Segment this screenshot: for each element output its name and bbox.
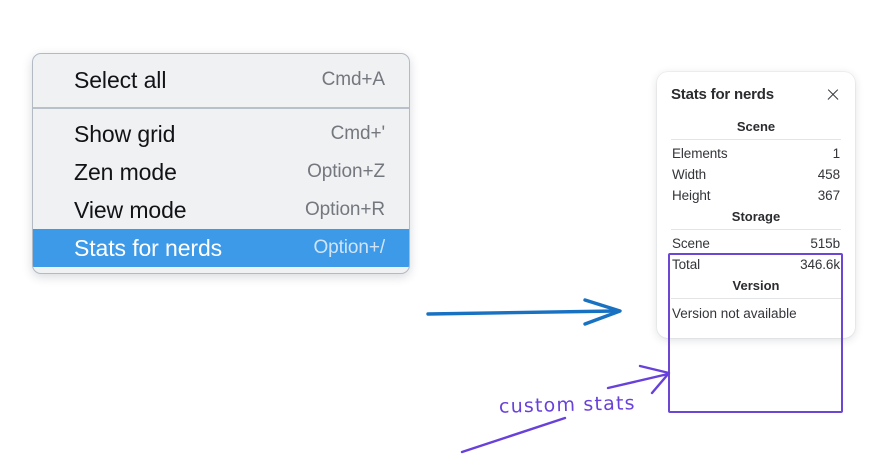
purple-underline-stroke <box>460 416 567 454</box>
stat-key: Scene <box>672 236 710 251</box>
menu-item-shortcut: Option+R <box>305 199 385 220</box>
stat-key: Height <box>672 188 711 203</box>
menu-item-select-all[interactable]: Select all Cmd+A <box>33 61 409 99</box>
stat-value: 346.6k <box>800 257 840 272</box>
stat-key: Elements <box>672 146 728 161</box>
menu-item-stats-for-nerds[interactable]: Stats for nerds Option+/ <box>33 229 409 267</box>
stat-value: 367 <box>817 188 840 203</box>
stat-key: Total <box>672 257 701 272</box>
version-value: Version not available <box>672 306 797 321</box>
menu-item-show-grid[interactable]: Show grid Cmd+' <box>33 115 409 153</box>
menu-item-view-mode[interactable]: View mode Option+R <box>33 191 409 229</box>
menu-item-label: Stats for nerds <box>74 234 223 261</box>
menu-item-label: View mode <box>74 196 187 223</box>
stat-value: 458 <box>817 167 840 182</box>
stats-section-version: Version Version not available <box>670 275 842 322</box>
table-row: Total 346.6k <box>670 254 842 275</box>
stat-key: Width <box>672 167 707 182</box>
menu-item-shortcut: Cmd+' <box>330 123 385 144</box>
annotation-note-custom-stats: custom stats <box>498 392 637 418</box>
stats-section-scene: Scene Elements 1 Width 458 Height 367 <box>670 116 842 206</box>
stats-for-nerds-panel: Stats for nerds Scene Elements 1 Width 4… <box>657 72 855 338</box>
table-row: Height 367 <box>670 185 842 206</box>
section-heading: Version <box>732 278 780 293</box>
section-heading: Storage <box>731 209 781 224</box>
stats-section-storage: Storage Scene 515b Total 346.6k <box>670 206 842 275</box>
menu-item-shortcut: Option+/ <box>313 237 385 258</box>
section-divider <box>671 298 841 299</box>
menu-divider <box>33 107 409 109</box>
stat-value: 515b <box>810 236 840 251</box>
menu-item-shortcut: Option+Z <box>307 161 385 182</box>
purple-arrow-icon <box>606 364 671 395</box>
section-divider <box>671 139 841 140</box>
menu-item-label: Show grid <box>74 120 176 147</box>
table-row: Width 458 <box>670 164 842 185</box>
table-row: Scene 515b <box>670 233 842 254</box>
menu-item-zen-mode[interactable]: Zen mode Option+Z <box>33 153 409 191</box>
stats-panel-title: Stats for nerds <box>671 86 774 103</box>
section-heading: Scene <box>736 119 776 134</box>
stat-value: 1 <box>832 146 841 161</box>
table-row: Elements 1 <box>670 143 842 164</box>
menu-section-view: Show grid Cmd+' Zen mode Option+Z View m… <box>33 109 409 273</box>
menu-item-label: Zen mode <box>74 158 177 185</box>
blue-arrow-icon <box>426 298 622 326</box>
menu-item-label: Select all <box>74 66 167 93</box>
menu-section-selection: Select all Cmd+A <box>33 54 409 107</box>
section-divider <box>671 229 841 230</box>
menu-item-shortcut: Cmd+A <box>321 69 385 90</box>
stats-panel-header: Stats for nerds <box>670 86 842 103</box>
canvas-context-menu[interactable]: Select all Cmd+A Show grid Cmd+' Zen mod… <box>32 53 410 274</box>
close-icon[interactable] <box>825 87 841 103</box>
